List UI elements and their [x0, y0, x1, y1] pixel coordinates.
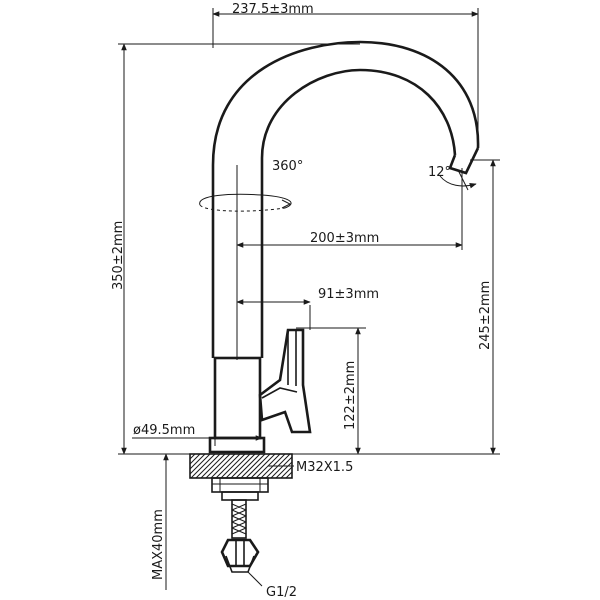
counter-slab: [189, 453, 293, 501]
dim-body-diameter: ø49.5mm: [133, 423, 195, 438]
dim-tilt: 12°: [428, 165, 451, 180]
handle-joint: [261, 387, 298, 399]
dim-handle-height: 122±2mm: [343, 361, 358, 430]
dim-rotation: 360°: [272, 159, 303, 174]
supply-hose: [220, 499, 260, 573]
dim-spout-reach: 200±3mm: [310, 231, 379, 246]
spout-inner: [260, 68, 457, 358]
handle: [258, 328, 312, 434]
dim-connection: G1/2: [266, 585, 297, 600]
hose-nut: [220, 538, 260, 568]
dim-total-height: 350±2mm: [111, 221, 126, 290]
dim-top-width: 237.5±3mm: [232, 2, 314, 17]
dim-max-thickness: MAX40mm: [151, 509, 166, 580]
rotation-indicator: [199, 193, 292, 212]
spout-outer: [211, 40, 480, 358]
body-block: [213, 356, 262, 440]
dim-handle-offset: 91±3mm: [318, 287, 379, 302]
base-collar: [208, 436, 266, 454]
dim-thread: M32X1.5: [296, 460, 353, 475]
dimension-lines: [118, 8, 500, 590]
dim-spout-height: 245±2mm: [478, 281, 493, 350]
